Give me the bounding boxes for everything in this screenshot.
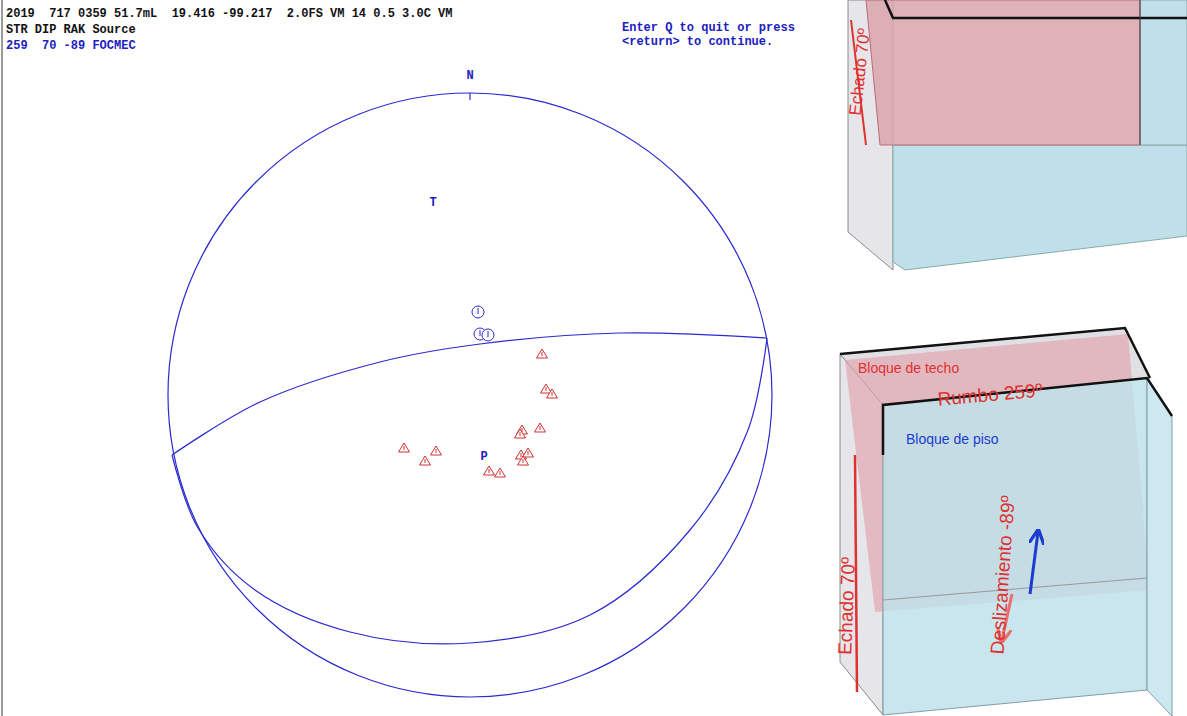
column-header: STR DIP RAK Source bbox=[6, 24, 136, 38]
solution-values: 259 70 -89 FOCMEC bbox=[6, 40, 136, 54]
compression-triangle bbox=[431, 446, 442, 455]
compression-triangle bbox=[515, 429, 526, 438]
compression-triangle bbox=[420, 456, 431, 465]
footwall-side bbox=[1147, 378, 1172, 716]
footwall-face bbox=[893, 145, 1187, 270]
footwall-label: Bloque de piso bbox=[906, 431, 999, 447]
prompt-text: Enter Q to quit or press <return> to con… bbox=[622, 22, 822, 50]
lower-block-diagram bbox=[840, 328, 1172, 716]
block-edge bbox=[1140, 0, 1141, 145]
hanging-wall-label: Bloque de techo bbox=[858, 360, 959, 376]
compression-triangle bbox=[495, 468, 506, 477]
north-tick bbox=[469, 93, 470, 100]
compression-triangle bbox=[523, 448, 534, 457]
stereonet-circle bbox=[168, 93, 772, 697]
north-label: N bbox=[466, 70, 473, 84]
compression-triangle bbox=[518, 456, 529, 465]
compression-triangle bbox=[537, 349, 548, 358]
upper-block-diagram bbox=[848, 0, 1187, 270]
compression-triangle bbox=[547, 389, 558, 398]
event-header: 2019 717 0359 51.7mL 19.416 -99.217 2.0F… bbox=[6, 8, 452, 22]
footwall-arrow bbox=[1030, 532, 1038, 594]
footwall-block bbox=[883, 378, 1147, 715]
compression-triangle bbox=[484, 466, 495, 475]
compression-triangle bbox=[399, 443, 410, 452]
polarity-marks bbox=[399, 306, 558, 477]
t-axis-label: T bbox=[429, 197, 436, 211]
footwall-side bbox=[1140, 0, 1187, 145]
dilatation-circle bbox=[472, 306, 484, 318]
nodal-plane bbox=[172, 333, 767, 455]
hanging-wall-outline bbox=[840, 328, 1150, 378]
block-edge bbox=[883, 578, 1147, 600]
block-outline bbox=[885, 0, 1187, 18]
compression-triangle bbox=[535, 423, 546, 432]
p-axis-label: P bbox=[480, 451, 487, 465]
nodal-plane bbox=[172, 338, 767, 644]
window-border bbox=[1, 0, 3, 716]
footwall-outline bbox=[883, 378, 1172, 455]
dip-label: Echado 70º bbox=[834, 557, 859, 655]
nodal-planes bbox=[172, 333, 767, 644]
dilatation-circle bbox=[482, 329, 494, 341]
fault-plane bbox=[866, 0, 1140, 145]
